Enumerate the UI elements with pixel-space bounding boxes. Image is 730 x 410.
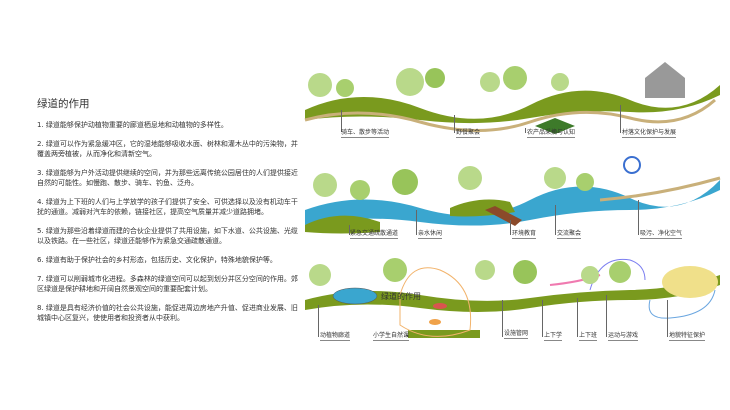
section-title: 绿道的作用	[37, 98, 90, 110]
leader-line	[667, 300, 668, 337]
row2-illustration	[305, 156, 721, 234]
row1-illustration	[304, 62, 720, 134]
list-item: 7. 绿道可以削弱城市化进程。多森林的绿道空间可以起到划分并区分空间的作用。郊区…	[37, 275, 298, 293]
inset-title: 绿道的作用	[381, 292, 421, 301]
leader-line	[318, 305, 319, 337]
label-picnic: 野餐聚会	[456, 129, 481, 138]
label-environmental-education: 环境教育	[512, 230, 537, 239]
leader-line	[502, 300, 503, 337]
leader-line	[349, 225, 350, 235]
list-item: 6. 绿道有助于保护社会的乡村形态，包括历史、文化保护，特殊地貌保护等。	[37, 256, 277, 264]
list-item: 3. 绿道能够为户外活动提供继续的空间，并为那些远离传统公园居住的人们提供接近自…	[37, 169, 298, 187]
text-panel: 绿道的作用 1. 绿道能够保护动植物重要的廊道栖息地和动植物的多样性。 2. 绿…	[37, 96, 299, 332]
label-farm-picking: 农产品采摘与认知	[527, 129, 576, 138]
leader-line	[638, 200, 639, 235]
leader-line	[542, 300, 543, 337]
leader-line	[341, 110, 342, 132]
leader-line	[577, 298, 578, 337]
label-village-culture: 村落文化保护与发展	[622, 129, 677, 138]
label-cycling-walking: 骑车、散步等活动	[341, 129, 390, 138]
label-commute: 上下班	[579, 332, 598, 341]
label-landform-protection: 地貌特征保护	[669, 332, 706, 341]
label-social-gathering: 交流聚会	[557, 230, 582, 239]
list-item: 5. 绿道为那些沿着绿道而建的合伙企业提供了共用设施，如下水道、公共设施、光缆以…	[37, 227, 298, 245]
label-air-purification: 吸污、净化空气	[640, 230, 683, 239]
diagram-illustration	[304, 62, 721, 338]
row3-illustration	[305, 258, 720, 338]
greenway-diagram: 骑车、散步等活动 野餐聚会 农产品采摘与认知 村落文化保护与发展 紧急交通疏散通…	[300, 60, 730, 360]
label-nature-class: 小学生自然课	[373, 332, 410, 341]
leader-line	[620, 105, 621, 133]
label-waterfront: 亲水休闲	[418, 230, 443, 239]
leader-line	[555, 205, 556, 235]
list-item: 2. 绿道可以作为紧急缓冲区，它的湿地能够吸收水面、树林和灌木丛中的污染物，并覆…	[37, 140, 298, 158]
list-item: 1. 绿道能够保护动植物重要的廊道栖息地和动植物的多样性。	[37, 121, 228, 129]
label-wildlife-corridor: 动植物廊道	[320, 332, 351, 341]
label-sports-games: 运动与游戏	[608, 332, 639, 341]
label-emergency-route: 紧急交通疏散通道	[350, 230, 399, 239]
label-utility-network: 设施管网	[504, 330, 529, 339]
leader-line	[454, 115, 455, 133]
list-item: 4. 绿道为上下班的人们与上学放学的孩子们提供了安全、可供选择以及没有机动车干扰…	[37, 198, 298, 216]
leader-line	[510, 220, 511, 235]
label-to-school: 上下学	[544, 332, 563, 341]
leader-line	[525, 128, 526, 133]
leader-line	[416, 210, 417, 235]
leader-line	[407, 335, 408, 337]
list-item: 8. 绿道是具有经济价值的社会公共设施，能促进周边房地产升值、促进商业发展、旧城…	[37, 304, 298, 322]
leader-line	[606, 295, 607, 337]
